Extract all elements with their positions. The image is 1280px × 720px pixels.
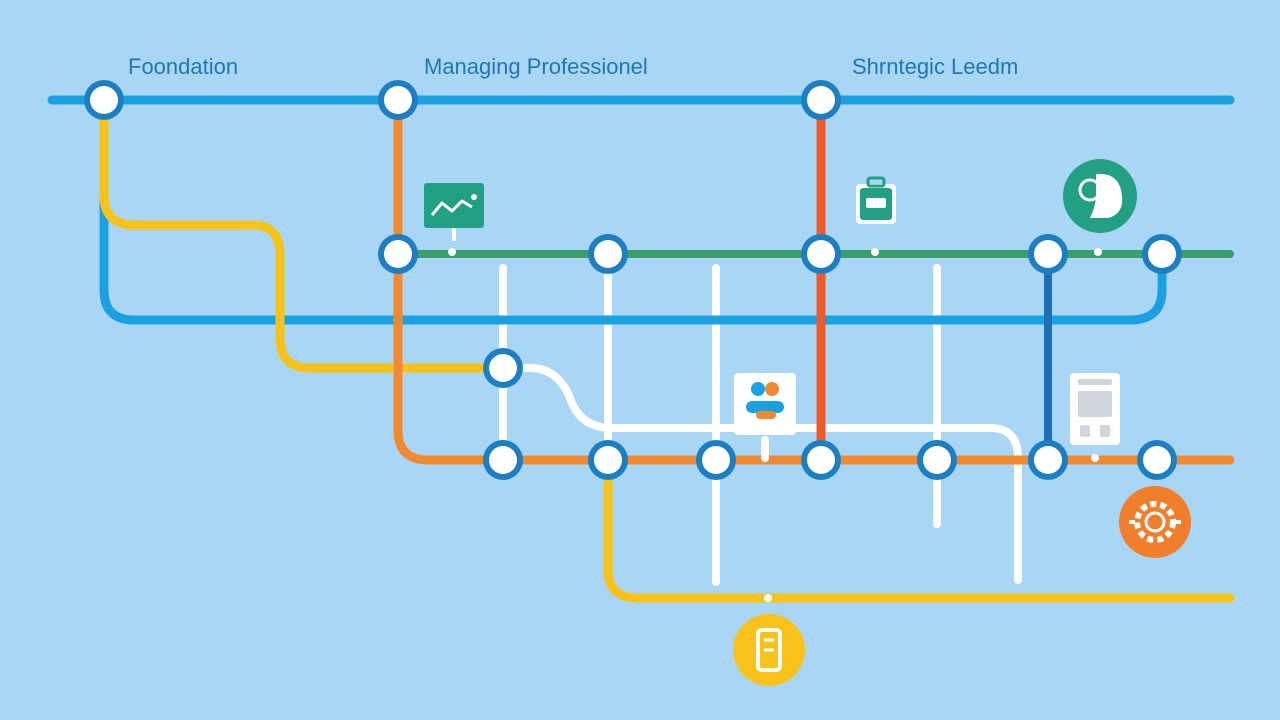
people-icon [734, 373, 796, 435]
blue-line-loop [99, 95, 1167, 325]
dot [448, 248, 456, 256]
orange-line [393, 95, 1235, 465]
station-node[interactable] [1137, 440, 1177, 480]
yellow-line [99, 95, 508, 373]
station-node[interactable] [1142, 234, 1182, 274]
dot [761, 454, 769, 462]
dot [764, 594, 772, 602]
chart-trend-icon [424, 183, 484, 241]
stage-label-foundation: Foondation [128, 54, 238, 79]
station-node[interactable] [378, 80, 418, 120]
station-node[interactable] [1028, 440, 1068, 480]
stage-label-strategic: Shrntegic Leedm [852, 54, 1018, 79]
station-node[interactable] [84, 80, 124, 120]
briefcase-icon [856, 176, 896, 224]
station-node[interactable] [801, 440, 841, 480]
gear-icon [1119, 486, 1191, 558]
phone-icon [733, 614, 805, 686]
stage-label-managing: Managing Professionel [424, 54, 648, 79]
station-node[interactable] [1028, 234, 1068, 274]
station-node[interactable] [588, 440, 628, 480]
dot [1091, 454, 1099, 462]
station-node[interactable] [588, 234, 628, 274]
station-node[interactable] [801, 80, 841, 120]
dot [1094, 248, 1102, 256]
small-dots [448, 248, 1102, 602]
white-line-5 [499, 364, 1022, 584]
station-node[interactable] [378, 234, 418, 274]
station-node[interactable] [483, 440, 523, 480]
station-node[interactable] [696, 440, 736, 480]
stations [84, 80, 1182, 480]
station-node[interactable] [917, 440, 957, 480]
station-node[interactable] [801, 234, 841, 274]
document-icon [1070, 373, 1120, 445]
idea-head-icon [1063, 159, 1137, 233]
yellow-line-bottom [603, 455, 1235, 603]
dot [871, 248, 879, 256]
station-node[interactable] [483, 348, 523, 388]
